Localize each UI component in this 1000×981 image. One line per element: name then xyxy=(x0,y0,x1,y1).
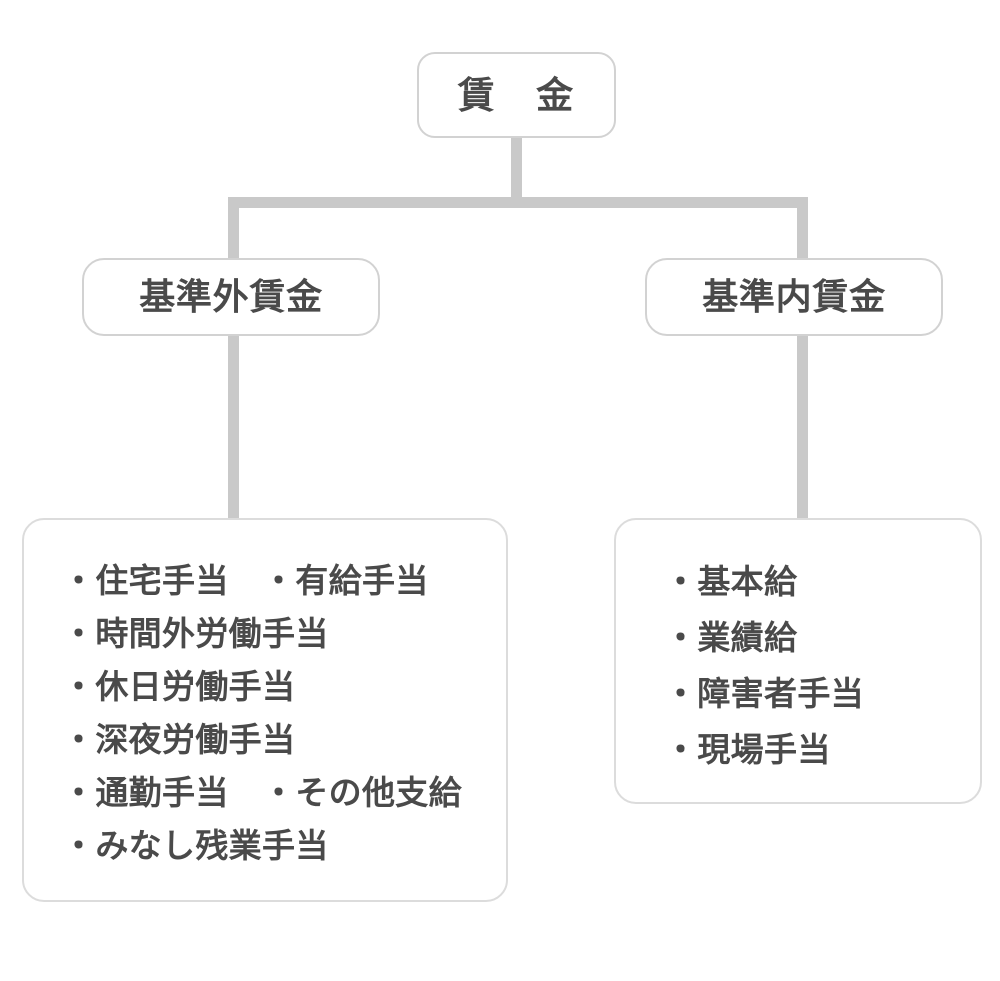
connector-root-stem xyxy=(511,136,522,204)
list-item: ・障害者手当 xyxy=(664,675,864,712)
list-box-kijungai-items: ・住宅手当 ・有給手当 ・時間外労働手当 ・休日労働手当 ・深夜労働手当 ・通勤… xyxy=(22,518,508,902)
connector-horizontal-bus xyxy=(228,197,808,208)
connector-kijunnai-to-items xyxy=(797,330,808,522)
node-kijunnai-label: 基準内賃金 xyxy=(702,276,886,317)
list-item: ・時間外労働手当 xyxy=(62,615,329,652)
connector-to-kijunnai xyxy=(797,197,808,263)
list-item: ・深夜労働手当 xyxy=(62,721,296,758)
list-item: ・現場手当 xyxy=(664,731,831,768)
node-kijungai: 基準外賃金 xyxy=(82,258,380,336)
list-item: ・業績給 xyxy=(664,619,798,656)
node-root-label: 賃 金 xyxy=(457,74,576,116)
list-item: ・通勤手当 ・その他支給 xyxy=(62,774,462,811)
node-kijunnai: 基準内賃金 xyxy=(645,258,943,336)
list-item: ・基本給 xyxy=(664,563,798,600)
list-item: ・住宅手当 ・有給手当 xyxy=(62,562,429,599)
list-box-kijunnai-items: ・基本給 ・業績給 ・障害者手当 ・現場手当 xyxy=(614,518,982,804)
node-root-wage: 賃 金 xyxy=(417,52,616,138)
node-kijungai-label: 基準外賃金 xyxy=(139,276,323,317)
list-item: ・みなし残業手当 xyxy=(62,827,329,864)
list-item: ・休日労働手当 xyxy=(62,668,296,705)
connector-kijungai-to-items xyxy=(228,330,239,522)
connector-to-kijungai xyxy=(228,197,239,263)
